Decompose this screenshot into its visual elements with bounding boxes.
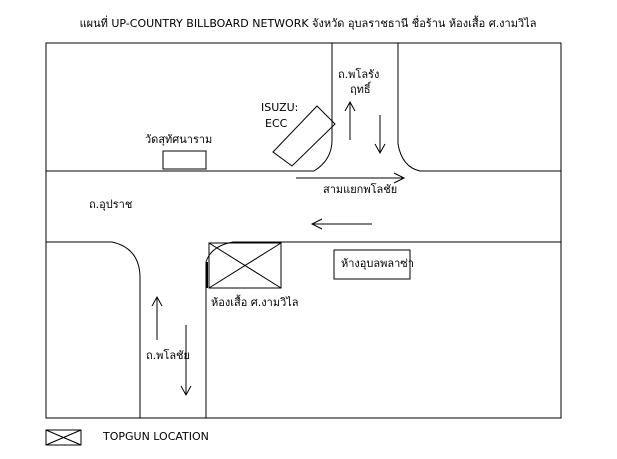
isuzu-building (272, 105, 336, 167)
road-label-south: ถ.พโลชัย (146, 348, 190, 362)
map-title: แผนที่ UP-COUNTRY BILLBOARD NETWORK จังห… (80, 15, 537, 30)
shop-location-marker (206, 242, 282, 289)
map-frame (45, 42, 562, 419)
mall-building (333, 249, 411, 280)
south-road-arrows (151, 295, 192, 397)
temple-label: วัดสุทัศนาราม (145, 133, 212, 146)
main-road (46, 43, 561, 418)
mall-label: ห้างอุบลพลาซ่า (341, 257, 414, 270)
legend-label: TOPGUN LOCATION (102, 430, 209, 443)
road-label-main: ถ.อุปราช (89, 198, 132, 211)
north-road-arrows (344, 100, 386, 155)
isuzu-label: ISUZU: ECC (261, 101, 302, 130)
temple-building (162, 150, 207, 170)
road-label-north: ถ.พโลรัง ฤทธิ์ (338, 67, 383, 96)
legend: TOPGUN LOCATION (45, 429, 209, 446)
main-road-arrows (296, 172, 406, 230)
junction-label: สามแยกพโลชัย (323, 182, 397, 196)
crossed-box-icon (45, 429, 82, 446)
shop-label: ห้องเสื้อ ศ.งามวิไล (211, 294, 299, 309)
